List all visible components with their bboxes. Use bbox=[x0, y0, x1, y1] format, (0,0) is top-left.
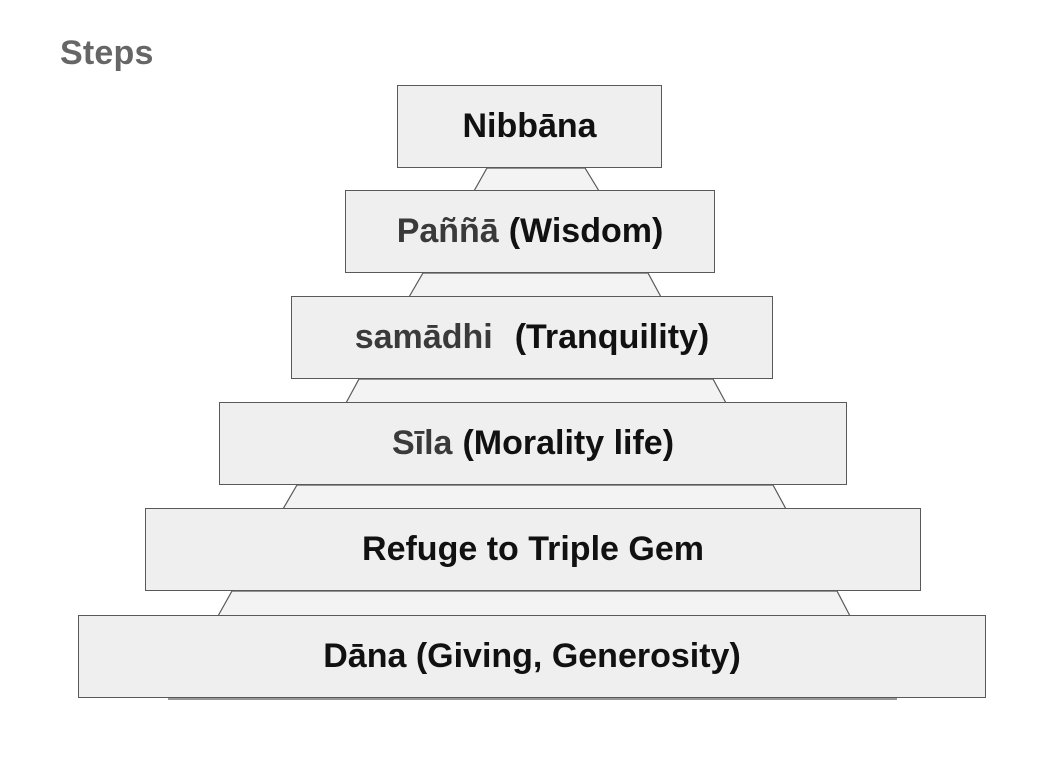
step-nibbana: Nibbāna bbox=[397, 85, 662, 168]
connector-4 bbox=[281, 484, 788, 510]
connector-3 bbox=[344, 378, 728, 404]
step-nibbana-text: Nibbāna bbox=[462, 107, 597, 145]
step-samadhi: samādhi (Tranquility) bbox=[291, 296, 773, 379]
step-panna: Paññā(Wisdom) bbox=[345, 190, 715, 273]
step-sila-text: (Morality life) bbox=[462, 424, 675, 462]
diagram-title: Steps bbox=[60, 34, 154, 72]
step-refuge: Refuge to Triple Gem bbox=[145, 508, 921, 591]
step-dana-text: Dāna (Giving, Generosity) bbox=[323, 637, 741, 675]
connector-5 bbox=[216, 590, 851, 617]
step-refuge-text: Refuge to Triple Gem bbox=[362, 530, 704, 568]
step-dana: Dāna (Giving, Generosity) bbox=[78, 615, 986, 698]
step-sila: Sīla(Morality life) bbox=[219, 402, 847, 485]
step-panna-pali: Paññā bbox=[396, 212, 499, 250]
step-panna-text: (Wisdom) bbox=[508, 212, 664, 250]
connector-2 bbox=[407, 272, 663, 298]
step-sila-pali: Sīla bbox=[391, 424, 453, 462]
step-samadhi-pali: samādhi bbox=[354, 318, 493, 356]
connector-1 bbox=[472, 167, 601, 192]
step-samadhi-text: (Tranquility) bbox=[514, 318, 710, 356]
